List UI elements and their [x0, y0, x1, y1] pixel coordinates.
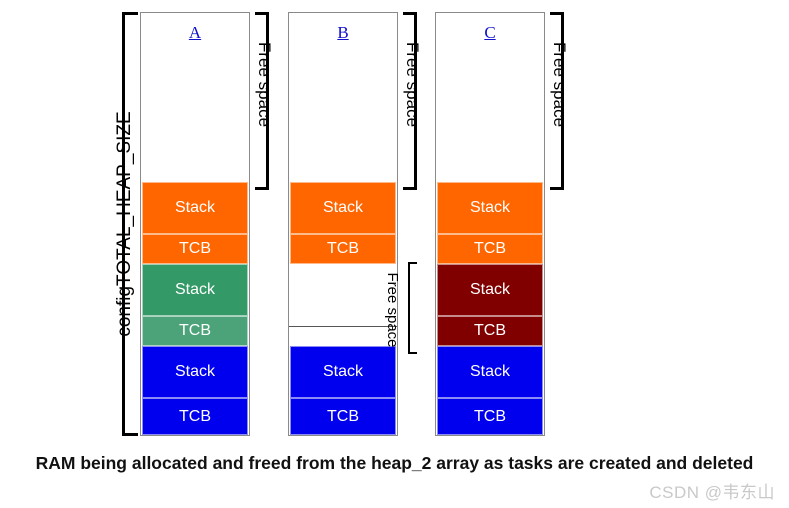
block-label: Stack — [174, 199, 215, 216]
heap-size-bracket — [122, 12, 138, 436]
block-label: TCB — [474, 407, 506, 425]
block-c-tcb-maroon: TCB — [437, 316, 543, 346]
block-label: TCB — [179, 240, 211, 257]
free-gap-divider-b — [289, 326, 397, 327]
block-c-tcb-orange: TCB — [437, 234, 543, 264]
block-label: Stack — [174, 281, 215, 298]
block-c-tcb-blue: TCB — [437, 398, 543, 435]
heap-size-label-wrap: configTOTAL_HEAP_SIZE — [110, 12, 140, 436]
watermark: CSDN @韦东山 — [649, 483, 775, 502]
block-label: Stack — [322, 363, 363, 380]
free-space-bracket-b-middle — [408, 262, 417, 354]
block-a-tcb-blue: TCB — [142, 398, 248, 435]
block-label: Stack — [469, 199, 510, 216]
free-space-bracket-c — [550, 12, 564, 190]
figure-caption: RAM being allocated and freed from the h… — [35, 453, 754, 473]
free-space-label-b-top: Free space — [403, 42, 422, 128]
free-space-bracket-a — [255, 12, 269, 190]
free-space-label-b-middle: Free space — [384, 270, 401, 350]
heap-size-label: configTOTAL_HEAP_SIZE — [114, 111, 135, 337]
free-space-label-c: Free space — [550, 42, 569, 128]
block-b-stack-orange: Stack — [290, 182, 396, 234]
column-letter-c: C — [484, 23, 496, 42]
column-letter-b: B — [337, 23, 349, 42]
block-b-stack-blue: Stack — [290, 346, 396, 398]
block-label: TCB — [327, 407, 359, 425]
block-label: TCB — [474, 322, 506, 339]
block-label: Stack — [469, 363, 510, 380]
block-label: TCB — [179, 407, 211, 425]
block-a-tcb-green: TCB — [142, 316, 248, 346]
block-c-stack-blue: Stack — [437, 346, 543, 398]
block-label: TCB — [179, 322, 211, 339]
block-label: Stack — [174, 363, 215, 380]
free-space-label-a: Free space — [255, 42, 274, 128]
block-a-tcb-orange: TCB — [142, 234, 248, 264]
block-c-stack-orange: Stack — [437, 182, 543, 234]
block-a-stack-green: Stack — [142, 264, 248, 316]
free-space-bracket-b-top — [403, 12, 417, 190]
free-space-label-text: Free space — [384, 272, 401, 348]
block-a-stack-orange: Stack — [142, 182, 248, 234]
block-label: TCB — [474, 240, 506, 257]
block-label: Stack — [469, 281, 510, 298]
block-b-tcb-blue: TCB — [290, 398, 396, 435]
memory-column-b: B Stack TCB Stack TCB — [288, 12, 398, 436]
block-label: TCB — [327, 240, 359, 257]
memory-column-c: C Stack TCB Stack TCB Stack TCB — [435, 12, 545, 436]
block-b-tcb-orange: TCB — [290, 234, 396, 264]
block-label: Stack — [322, 199, 363, 216]
block-a-stack-blue: Stack — [142, 346, 248, 398]
column-letter-a: A — [188, 23, 202, 42]
block-c-stack-maroon: Stack — [437, 264, 543, 316]
memory-column-a: A Stack TCB Stack TCB Stack TCB — [140, 12, 250, 436]
